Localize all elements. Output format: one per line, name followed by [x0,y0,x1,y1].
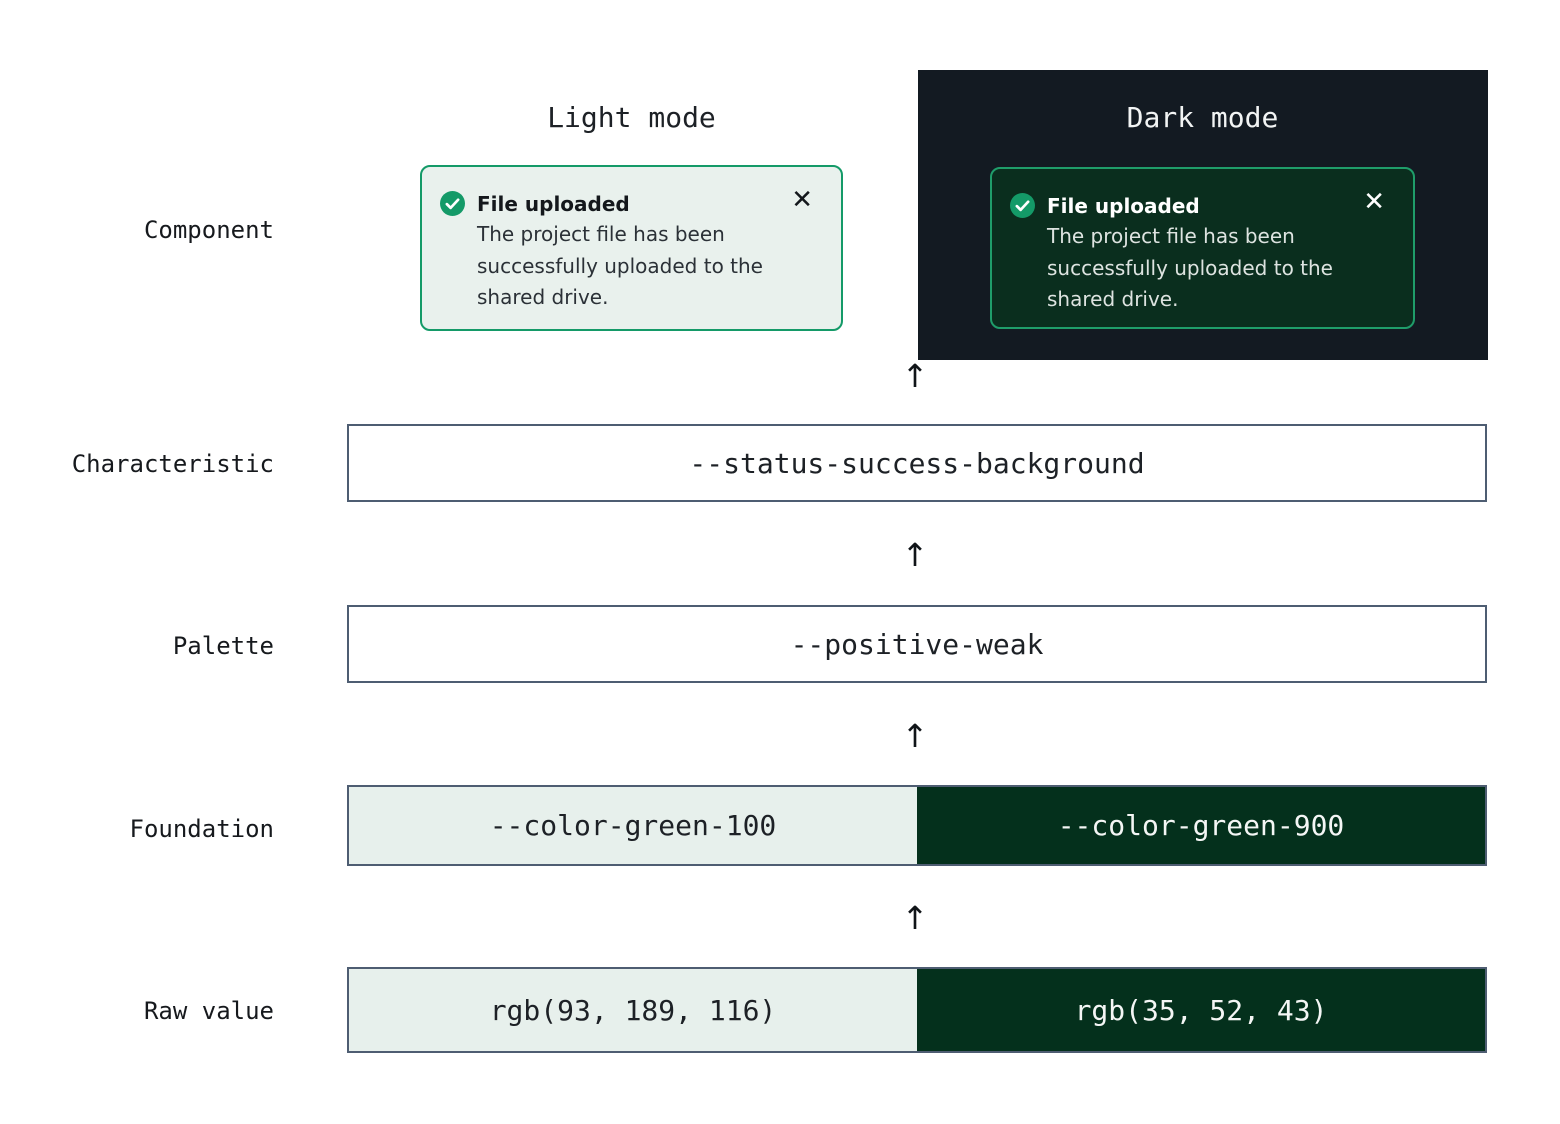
close-icon: ✕ [1363,187,1385,217]
close-button[interactable]: ✕ [1363,189,1385,215]
dark-mode-heading: Dark mode [1126,101,1279,134]
foundation-token-box: --color-green-100 --color-green-900 [347,785,1487,866]
row-label-foundation: Foundation [129,815,275,843]
toast-title: File uploaded [1047,194,1200,218]
row-label-raw-value: Raw value [143,997,274,1025]
foundation-light-cell: --color-green-100 [349,787,917,864]
raw-value-dark: rgb(35, 52, 43) [1074,993,1328,1027]
close-button[interactable]: ✕ [791,187,813,213]
row-label-palette: Palette [172,632,274,660]
foundation-light-token: --color-green-100 [489,809,777,842]
raw-value-light: rgb(93, 189, 116) [489,993,777,1027]
up-arrow-icon: ↑ [901,536,929,574]
check-circle-icon [440,191,465,216]
toast-text: File uploaded The project file has been … [477,189,765,314]
row-label-component: Component [143,216,274,244]
toast-title: File uploaded [477,192,630,216]
close-icon: ✕ [791,185,813,215]
foundation-dark-token: --color-green-900 [1057,809,1345,842]
toast-body: The project file has been successfully u… [1047,224,1333,311]
characteristic-token: --status-success-background [689,446,1145,480]
raw-value-box: rgb(93, 189, 116) rgb(35, 52, 43) [347,967,1487,1053]
toast-body: The project file has been successfully u… [477,222,763,309]
check-circle-icon [1010,193,1035,218]
up-arrow-icon: ↑ [901,717,929,755]
toast-text: File uploaded The project file has been … [1047,191,1335,316]
light-mode-heading: Light mode [547,101,716,134]
raw-value-light-cell: rgb(93, 189, 116) [349,969,917,1051]
toast-dark: File uploaded The project file has been … [990,167,1415,329]
up-arrow-icon: ↑ [901,357,929,395]
raw-value-dark-cell: rgb(35, 52, 43) [917,969,1485,1051]
up-arrow-icon: ↑ [901,899,929,937]
foundation-dark-cell: --color-green-900 [917,787,1485,864]
characteristic-token-box: --status-success-background [347,424,1487,502]
row-label-characteristic: Characteristic [71,450,274,478]
palette-token: --positive-weak [790,627,1044,661]
toast-light: File uploaded The project file has been … [420,165,843,331]
palette-token-box: --positive-weak [347,605,1487,683]
